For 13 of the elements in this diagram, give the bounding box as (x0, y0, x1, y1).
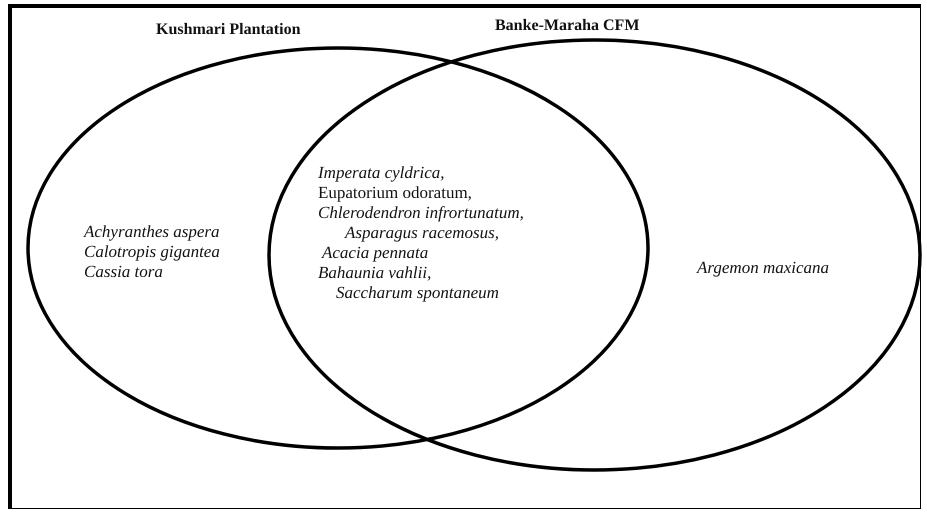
species-name: Asparagus racemosus, (345, 223, 499, 243)
species-name: Cassia tora (84, 262, 163, 282)
species-name: Eupatorium odoratum, (318, 183, 472, 203)
species-name: Achyranthes aspera (84, 222, 220, 242)
set-title: Banke-Maraha CFM (495, 16, 640, 36)
species-name: Calotropis gigantea (84, 242, 220, 262)
set-title: Kushmari Plantation (156, 20, 300, 40)
species-name: Chlerodendron infrortunatum, (318, 203, 524, 223)
species-name: Saccharum spontaneum (336, 283, 499, 303)
species-name: Acacia pennata (322, 243, 428, 263)
species-name: Argemon maxicana (697, 258, 830, 278)
species-name: Bahaunia vahlii, (318, 263, 432, 283)
species-name: Imperata cyldrica, (318, 163, 445, 183)
